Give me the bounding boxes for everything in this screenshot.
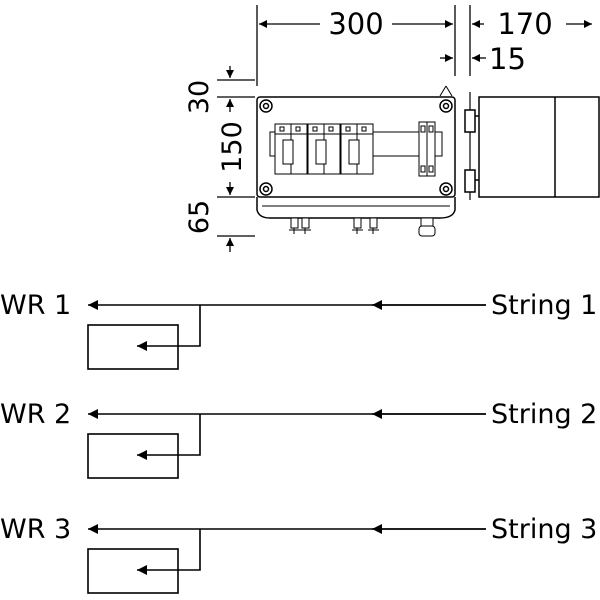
branch-line (137, 529, 201, 575)
string-label: String 2 (491, 399, 597, 430)
device-box (87, 433, 179, 479)
left-dimensions (217, 66, 255, 252)
circuit-row-2: WR 2 String 2 (0, 399, 597, 479)
dim-width-label: 300 (328, 7, 383, 41)
dim-offset-label: 15 (489, 42, 526, 76)
branch-line (137, 414, 201, 460)
cable-glands (289, 217, 436, 237)
string-label: String 3 (491, 514, 597, 545)
inverter-label: WR 3 (0, 514, 71, 545)
inverter-label: WR 2 (0, 399, 71, 430)
enclosure-side-view (464, 92, 600, 200)
branch-line (137, 305, 201, 351)
device-box (87, 548, 179, 594)
string-label: String 1 (491, 290, 597, 321)
inverter-label: WR 1 (0, 290, 71, 321)
circuit-row-1: WR 1 String 1 (0, 290, 597, 370)
dim-side-depth-label: 170 (497, 7, 552, 41)
circuit-row-3: WR 3 String 3 (0, 514, 597, 594)
top-dimensions (256, 5, 592, 86)
dim-bottom-label: 65 (184, 200, 215, 234)
dim-middle-label: 150 (217, 121, 248, 173)
din-rail-components (269, 121, 443, 177)
device-box (87, 324, 179, 370)
dim-top-label: 30 (184, 80, 215, 114)
